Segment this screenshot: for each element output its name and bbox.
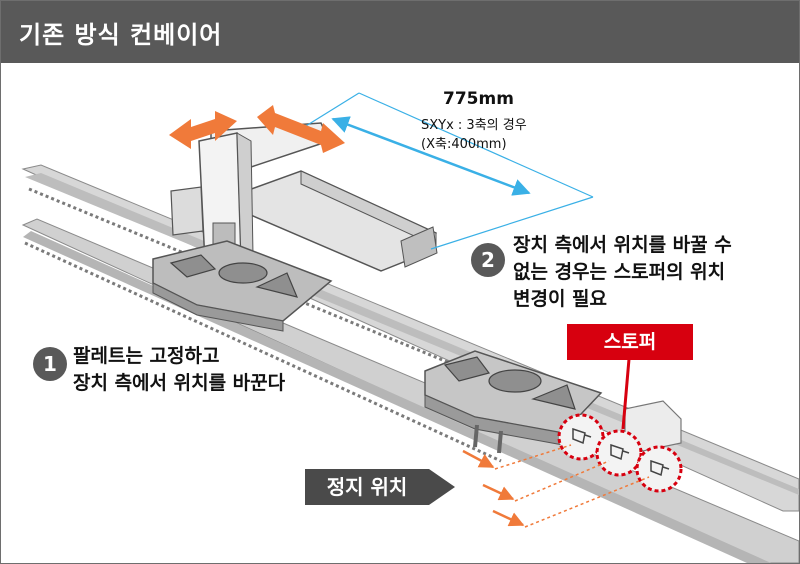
note-1-line-2: 장치 측에서 위치를 바꾼다 xyxy=(73,372,286,394)
note-1: 팔레트는 고정하고 장치 측에서 위치를 바꾼다 xyxy=(73,343,285,397)
double-arrow-orange-icon xyxy=(169,105,345,153)
stopper-highlights xyxy=(557,413,683,493)
note-1-line-1: 팔레트는 고정하고 xyxy=(73,345,220,367)
stopper-icon-2 xyxy=(610,443,630,461)
note-2-line-1: 장치 측에서 위치를 바꿀 수 xyxy=(513,234,732,256)
note-2-badge: 2 xyxy=(471,243,505,277)
pallet-at-stop xyxy=(424,350,603,454)
stopper-label: 스토퍼 xyxy=(567,324,693,360)
dimension-note-axis: SXYx : 3축의 경우 xyxy=(421,118,527,133)
pallet-icon xyxy=(152,240,333,332)
stopper-icon xyxy=(572,427,592,445)
header-bar: 기존 방식 컨베이어 xyxy=(1,1,799,63)
dimension-value: 775mm xyxy=(443,89,514,109)
stopper-icon-3 xyxy=(650,459,670,477)
dimension-arrow-icon xyxy=(300,92,594,250)
stop-position-arrows xyxy=(462,444,650,528)
stop-position-label: 정지 위치 xyxy=(305,469,429,505)
stop-position-tag-arrow xyxy=(429,469,455,505)
note-2: 장치 측에서 위치를 바꿀 수 없는 경우는 스토퍼의 위치 변경이 필요 xyxy=(513,232,732,313)
stopper-pointer xyxy=(621,358,631,430)
note-1-badge: 1 xyxy=(33,347,67,381)
note-2-line-2: 없는 경우는 스토퍼의 위치 xyxy=(513,261,726,283)
note-2-line-3: 변경이 필요 xyxy=(513,288,608,310)
dimension-note-x: (X축:400mm) xyxy=(421,137,507,152)
page-title: 기존 방식 컨베이어 xyxy=(19,21,223,49)
